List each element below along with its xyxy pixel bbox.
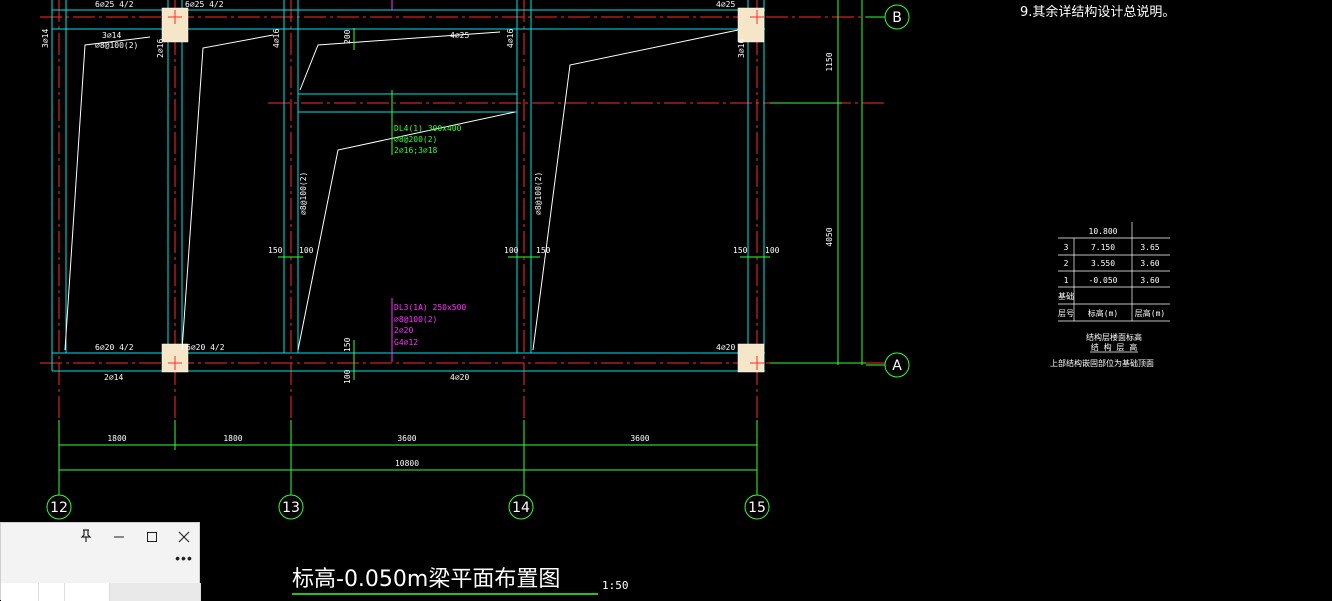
rebar-stirrup-1: 3⌀14 [102, 31, 121, 40]
rebar-col-4: 4⌀16 [506, 29, 515, 48]
maximize-icon[interactable] [139, 527, 165, 549]
axis-bubbles [46, 4, 910, 520]
axis-label-12: 12 [50, 500, 68, 516]
level-table-grid [1058, 222, 1170, 353]
axis-label-15: 15 [748, 500, 766, 516]
rebar-vert-13: ⌀8@100(2) [299, 172, 308, 215]
small-dim-150c: 150 [733, 246, 748, 255]
rebar-bot-low-left: 2⌀14 [104, 373, 123, 382]
axis-label-13: 13 [282, 500, 300, 516]
thumbnail-4[interactable] [109, 583, 201, 601]
column-crosshairs [168, 10, 764, 370]
beam-outlines [51, 0, 765, 372]
table-floor-2: 2 [1064, 259, 1069, 268]
dim-1800-b: 1800 [223, 434, 242, 443]
dimension-lines [58, 0, 866, 495]
rebar-bot-left: 6⌀20 4/2 [95, 343, 134, 352]
dl3-line1: DL3(1A) 250x500 [394, 303, 466, 312]
small-dim-100c: 100 [765, 246, 780, 255]
rebar-top-mid: 4⌀25 [450, 31, 469, 40]
minimize-glyph [114, 536, 124, 538]
dl3-line2: ⌀8@100(2) [394, 315, 437, 324]
rebar-top-right: 4⌀25 [716, 0, 735, 9]
table-elev-0: 10.800 [1089, 227, 1118, 236]
table-height-1: 3.65 [1140, 243, 1159, 252]
rebar-col-2: 2⌀16 [156, 39, 165, 58]
drawing-scale: 1:50 [602, 579, 629, 592]
thumbnail-strip[interactable] [1, 583, 201, 601]
rebar-side-left: 3⌀14 [41, 29, 50, 48]
dl4-line2: ⌀8@200(2) [394, 135, 437, 144]
column-b15 [737, 7, 765, 43]
table-elev-1: 7.150 [1091, 243, 1115, 252]
pin-icon-glyph [80, 529, 92, 542]
axis-label-14: 14 [512, 500, 530, 516]
small-dim-150a: 150 [268, 246, 283, 255]
thumbnail-1[interactable] [1, 583, 40, 601]
small-dim-100d: 100 [343, 369, 352, 384]
dl4-line3: 2⌀16;3⌀18 [394, 146, 438, 155]
small-dim-200: 200 [343, 29, 352, 44]
rebar-top-left2: 6⌀25 4/2 [185, 0, 224, 9]
general-note: 9.其余详结构设计总说明。 [1020, 4, 1175, 20]
dim-3600-a: 3600 [397, 434, 416, 443]
floating-window[interactable]: ••• [0, 522, 201, 601]
maximize-glyph [147, 532, 157, 542]
dim-3600-b: 3600 [630, 434, 649, 443]
table-floor-3: 1 [1064, 276, 1069, 285]
table-height-2: 3.60 [1140, 259, 1159, 268]
table-height-3: 3.60 [1140, 276, 1159, 285]
columns [161, 7, 765, 373]
close-icon[interactable] [171, 527, 197, 549]
rebar-bot-mid: 6⌀20 4/2 [186, 343, 225, 352]
table-caption-1: 结构层楼面标高 [1086, 332, 1142, 342]
dim-10800: 10800 [395, 459, 419, 468]
minimize-icon[interactable] [106, 527, 132, 549]
rebar-bot-right: 4⌀20 [716, 343, 735, 352]
dl4-line1: DL4(1) 300x400 [394, 124, 462, 133]
small-dim-100b: 100 [504, 246, 519, 255]
close-glyph [178, 531, 190, 543]
axis-label-a: A [892, 358, 902, 374]
dim-4050: 4050 [825, 227, 834, 246]
table-floor-5: 层号 [1058, 309, 1074, 318]
rebar-top-left: 6⌀25 4/2 [95, 0, 134, 9]
table-elev-2: 3.550 [1091, 259, 1115, 268]
pin-icon[interactable] [73, 527, 99, 549]
thumbnail-3[interactable] [64, 583, 110, 601]
column-a15 [737, 343, 765, 373]
table-elev-3: -0.050 [1089, 276, 1118, 285]
rebar-col-3: 4⌀16 [272, 29, 281, 48]
table-height-5: 层高(m) [1135, 308, 1165, 318]
small-dim-150b: 150 [536, 246, 551, 255]
rebar-vert-14: ⌀8@100(2) [534, 172, 543, 215]
rebar-bot-low-mid: 4⌀20 [450, 373, 469, 382]
table-elev-5: 标高(m) [1088, 308, 1118, 318]
dl3-line3: 2⌀20 [394, 326, 413, 335]
table-floor-1: 3 [1064, 243, 1069, 252]
rebar-stirrup-2: ⌀8@100(2) [95, 41, 138, 50]
axis-label-b: B [892, 10, 902, 26]
small-dim-100a: 100 [299, 246, 314, 255]
more-icon[interactable]: ••• [175, 550, 193, 566]
drawing-title: 标高-0.050m梁平面布置图 [292, 567, 560, 592]
slab-lines [64, 29, 739, 351]
table-caption-3: 上部结构嵌固部位为基础顶面 [1050, 358, 1154, 368]
small-dim-150d: 150 [343, 337, 352, 352]
dim-1800-a: 1800 [107, 434, 126, 443]
thumbnail-2[interactable] [39, 583, 65, 601]
dim-1150: 1150 [825, 52, 834, 71]
table-caption-2: 结 构 层 高 [1091, 342, 1137, 352]
rebar-col-15: 3⌀16 [737, 39, 746, 58]
dl3-line4: G4⌀12 [394, 338, 418, 347]
table-floor-4: 基础 [1058, 291, 1074, 301]
